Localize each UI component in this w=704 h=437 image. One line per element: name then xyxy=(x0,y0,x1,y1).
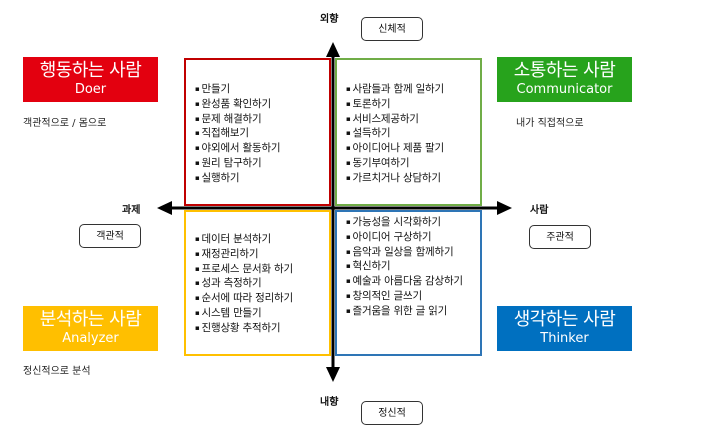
list-item: 토론하기 xyxy=(345,97,480,112)
list-item: 데이터 분석하기 xyxy=(194,232,329,247)
persona-analyzer: 분석하는 사람 Analyzer xyxy=(23,306,158,351)
axis-label-right: 사람 xyxy=(530,205,549,216)
list-item: 만들기 xyxy=(194,82,329,97)
persona-communicator-subtitle: Communicator xyxy=(516,82,613,97)
list-item: 가능성을 시각화하기 xyxy=(345,215,469,230)
pill-mental: 정신적 xyxy=(361,401,423,425)
persona-thinker-title: 생각하는 사람 xyxy=(513,309,616,330)
pill-subjective: 주관적 xyxy=(529,225,591,249)
persona-thinker: 생각하는 사람 Thinker xyxy=(497,306,632,351)
list-item: 순서에 따라 정리하기 xyxy=(194,291,329,306)
list-item: 프로세스 문서화 하기 xyxy=(194,262,329,277)
persona-analyzer-title: 분석하는 사람 xyxy=(39,309,142,330)
axis-label-top: 외향 xyxy=(320,14,339,25)
list-item: 설득하기 xyxy=(345,126,480,141)
note-doer: 객관적으로 / 몸으로 xyxy=(23,118,107,129)
quadrant-top-right: 사람들과 함께 일하기 토론하기 서비스제공하기 설득하기 아이디어나 제품 팔… xyxy=(335,58,482,206)
list-item: 아이디어나 제품 팔기 xyxy=(345,141,480,156)
quadrant-bottom-left: 데이터 분석하기 재정관리하기 프로세스 문서화 하기 성과 측정하기 순서에 … xyxy=(184,210,331,356)
quadrant-bottom-right: 가능성을 시각화하기 아이디어 구상하기 음악과 일상을 함께하기 혁신하기 예… xyxy=(335,210,482,356)
list-item: 문제 해결하기 xyxy=(194,112,329,127)
persona-doer-subtitle: Doer xyxy=(74,82,107,97)
list-item: 가르치거나 상담하기 xyxy=(345,171,480,186)
note-communicator: 내가 직접적으로 xyxy=(516,118,584,129)
persona-communicator-title: 소통하는 사람 xyxy=(513,60,616,81)
list-item: 직접해보기 xyxy=(194,126,329,141)
list-item: 성과 측정하기 xyxy=(194,276,329,291)
pill-objective: 객관적 xyxy=(79,224,141,248)
arrow-up-icon xyxy=(326,42,340,57)
list-item: 완성품 확인하기 xyxy=(194,97,329,112)
persona-doer: 행동하는 사람 Doer xyxy=(23,57,158,102)
list-item: 창의적인 글쓰기 xyxy=(345,289,469,304)
list-item: 실행하기 xyxy=(194,171,329,186)
list-item: 혁신하기 xyxy=(345,259,469,274)
list-item: 즐거움을 위한 글 읽기 xyxy=(345,304,469,319)
arrow-left-icon xyxy=(157,201,172,215)
persona-analyzer-subtitle: Analyzer xyxy=(62,331,119,346)
list-item: 서비스제공하기 xyxy=(345,112,480,127)
list-item: 사람들과 함께 일하기 xyxy=(345,82,480,97)
list-item: 아이디어 구상하기 xyxy=(345,230,469,245)
list-item: 동기부여하기 xyxy=(345,156,480,171)
persona-thinker-subtitle: Thinker xyxy=(540,331,589,346)
quadrant-top-left: 만들기 완성품 확인하기 문제 해결하기 직접해보기 야외에서 활동하기 원리 … xyxy=(184,58,331,206)
axis-label-bottom: 내향 xyxy=(320,397,339,408)
persona-doer-title: 행동하는 사람 xyxy=(39,60,142,81)
list-item: 원리 탐구하기 xyxy=(194,156,329,171)
note-analyzer: 정신적으로 분석 xyxy=(23,366,91,377)
pill-physical: 신체적 xyxy=(361,17,423,41)
list-item: 진행상황 추적하기 xyxy=(194,321,329,336)
list-item: 음악과 일상을 함께하기 xyxy=(345,245,469,260)
arrow-down-icon xyxy=(326,367,340,382)
list-item: 예술과 아름다움 감상하기 xyxy=(345,274,469,289)
list-item: 시스템 만들기 xyxy=(194,306,329,321)
arrow-right-icon xyxy=(497,201,512,215)
list-item: 재정관리하기 xyxy=(194,247,329,262)
list-item: 야외에서 활동하기 xyxy=(194,141,329,156)
persona-communicator: 소통하는 사람 Communicator xyxy=(497,57,632,102)
axis-label-left: 과제 xyxy=(122,205,141,216)
